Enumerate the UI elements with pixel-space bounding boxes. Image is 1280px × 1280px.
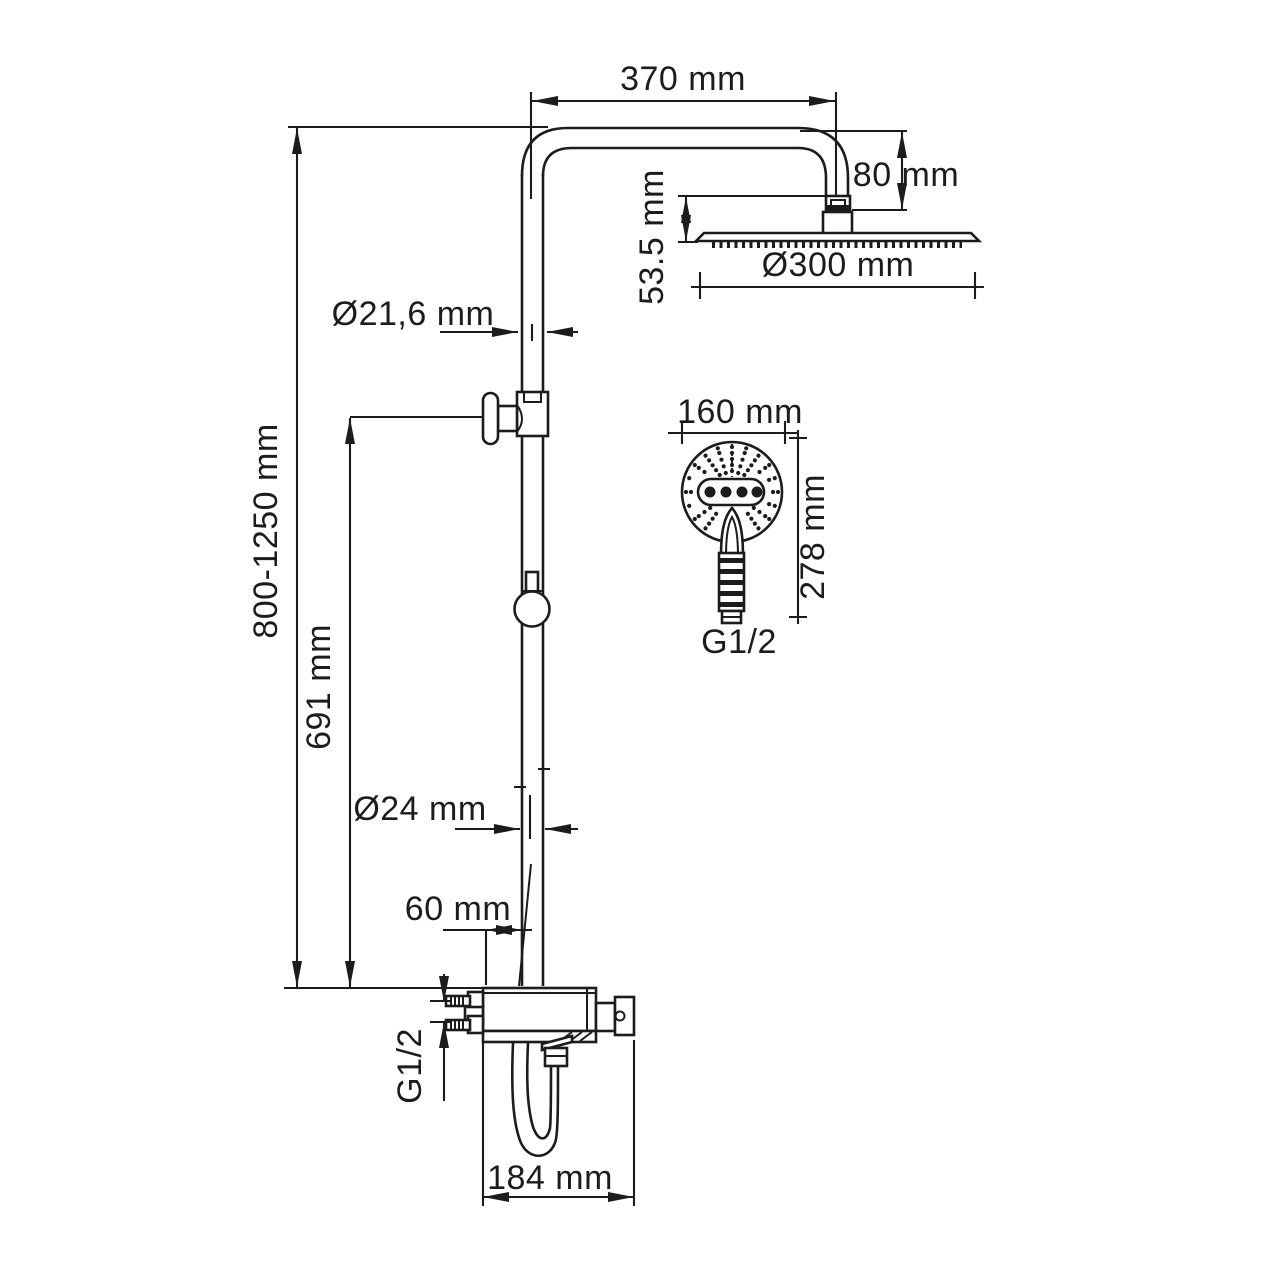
head-diameter-label: Ø300 mm xyxy=(762,246,915,284)
mixer-handle-screw xyxy=(614,1010,626,1022)
handshower-thread-label: G1/2 xyxy=(701,623,777,661)
total-height-label: 800-1250 mm xyxy=(247,423,285,638)
spray-nozzle-pattern xyxy=(683,444,781,531)
dim-handshower-width: 160 mm xyxy=(668,393,803,444)
mixer-handle-stem xyxy=(594,1001,617,1033)
mode-button xyxy=(704,486,716,498)
lower-pipe-diameter-label: Ø24 mm xyxy=(353,790,486,828)
bracket-wall-flange xyxy=(481,391,500,446)
handshower-length-label: 278 mm xyxy=(794,474,832,600)
arm-length-label: 370 mm xyxy=(620,60,746,98)
riser-pipe xyxy=(514,174,550,987)
thermostatic-mixer xyxy=(444,986,636,1068)
mixer-base-strip xyxy=(481,1029,598,1044)
shower-hose xyxy=(510,1042,560,1157)
upper-pipe-diameter-label: Ø21,6 mm xyxy=(332,295,495,333)
bracket-joint xyxy=(496,404,519,433)
dim-head-thickness: 53.5 mm xyxy=(633,169,826,305)
head-mount-block xyxy=(821,210,854,236)
head-disc xyxy=(692,231,983,243)
dim-bracket-height: 691 mm xyxy=(300,415,483,987)
hose-guide-line xyxy=(518,863,532,987)
mixer-thread-label: G1/2 xyxy=(391,1028,429,1104)
dim-handshower-length: 278 mm xyxy=(789,430,832,624)
head-ball-joint xyxy=(826,205,850,212)
mixer-body xyxy=(481,986,598,1033)
dim-arm-length: 370 mm xyxy=(529,60,838,199)
wall-bracket xyxy=(481,390,550,446)
dim-head-diameter: Ø300 mm xyxy=(691,246,984,299)
height-slider xyxy=(513,570,551,628)
dim-head-offset: 80 mm xyxy=(800,129,959,212)
mode-button xyxy=(736,486,748,498)
dim-mixer-thread: G1/2 xyxy=(391,974,450,1104)
hand-shower xyxy=(680,440,784,625)
upper-thread-hatch xyxy=(450,996,464,1006)
mixer-width-label: 184 mm xyxy=(487,1159,613,1197)
dim-total-height: 800-1250 mm xyxy=(247,125,548,990)
mode-button xyxy=(720,486,732,498)
shower-arm xyxy=(520,126,850,197)
mixer-offset-label: 60 mm xyxy=(405,890,511,928)
bracket-height-label: 691 mm xyxy=(300,624,338,750)
handshower-width-label: 160 mm xyxy=(677,393,803,431)
dim-handshower-thread: G1/2 xyxy=(701,623,777,661)
dim-mixer-offset: 60 mm xyxy=(405,890,532,985)
hose-outlet-collar xyxy=(540,1034,574,1052)
head-thickness-label: 53.5 mm xyxy=(633,169,671,305)
head-offset-label: 80 mm xyxy=(853,156,959,194)
dim-upper-pipe-diameter: Ø21,6 mm xyxy=(332,295,578,341)
slider-lever xyxy=(524,570,540,594)
dim-mixer-width: 184 mm xyxy=(481,1040,636,1206)
mode-button xyxy=(751,486,763,498)
lower-thread-hatch xyxy=(450,1020,464,1030)
slider-knob xyxy=(513,590,551,628)
dim-lower-pipe-diameter: Ø24 mm xyxy=(353,790,578,839)
rain-shower-head xyxy=(692,194,983,248)
